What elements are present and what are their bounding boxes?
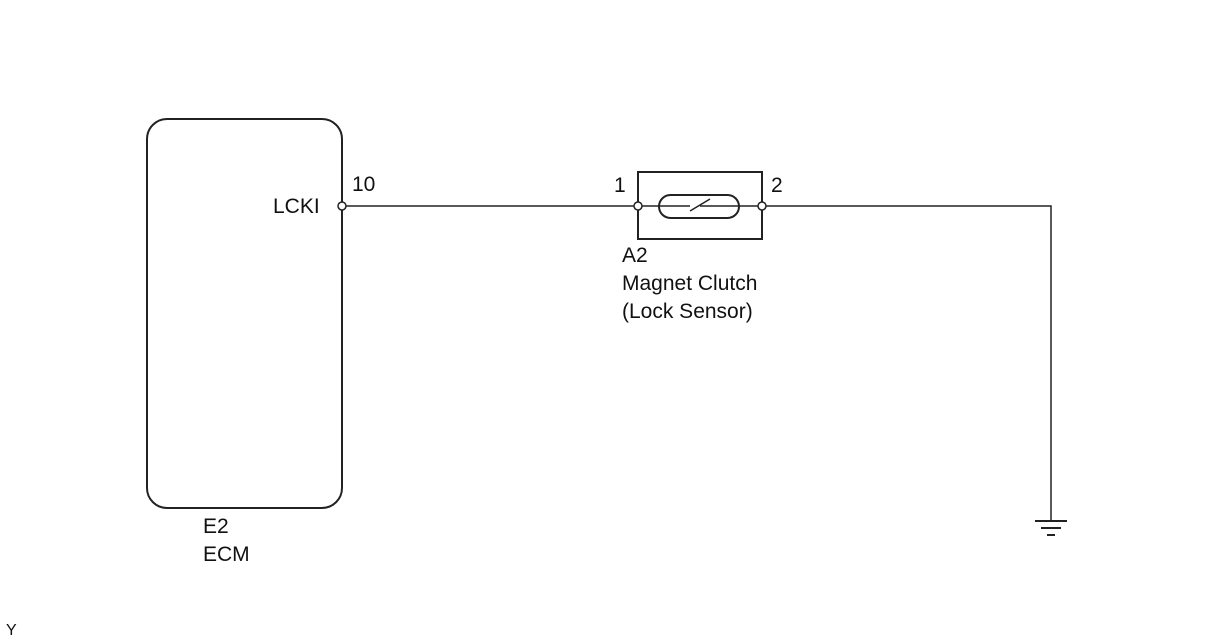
sensor-terminal-2 xyxy=(757,201,767,211)
ecm-connector-code: E2 xyxy=(203,515,229,538)
sensor-name-line1: Magnet Clutch xyxy=(622,272,758,295)
corner-mark: Y xyxy=(6,622,17,639)
ecm-pin-name: LCKI xyxy=(273,195,320,218)
sensor-pin-2: 2 xyxy=(771,174,783,197)
sensor-pin-1: 1 xyxy=(614,174,626,197)
ecm-pin-number: 10 xyxy=(352,173,376,196)
sensor-connector-code: A2 xyxy=(622,244,648,267)
ecm-terminal-10 xyxy=(337,201,347,211)
ecm-name: ECM xyxy=(203,543,250,566)
sensor-terminal-1 xyxy=(633,201,643,211)
ecm-box xyxy=(146,118,343,509)
reed-switch-contacts xyxy=(640,198,760,212)
wire-sensor-to-ground xyxy=(766,205,1052,520)
sensor-name-line2: (Lock Sensor) xyxy=(622,300,753,323)
ground-symbol xyxy=(1035,520,1067,536)
